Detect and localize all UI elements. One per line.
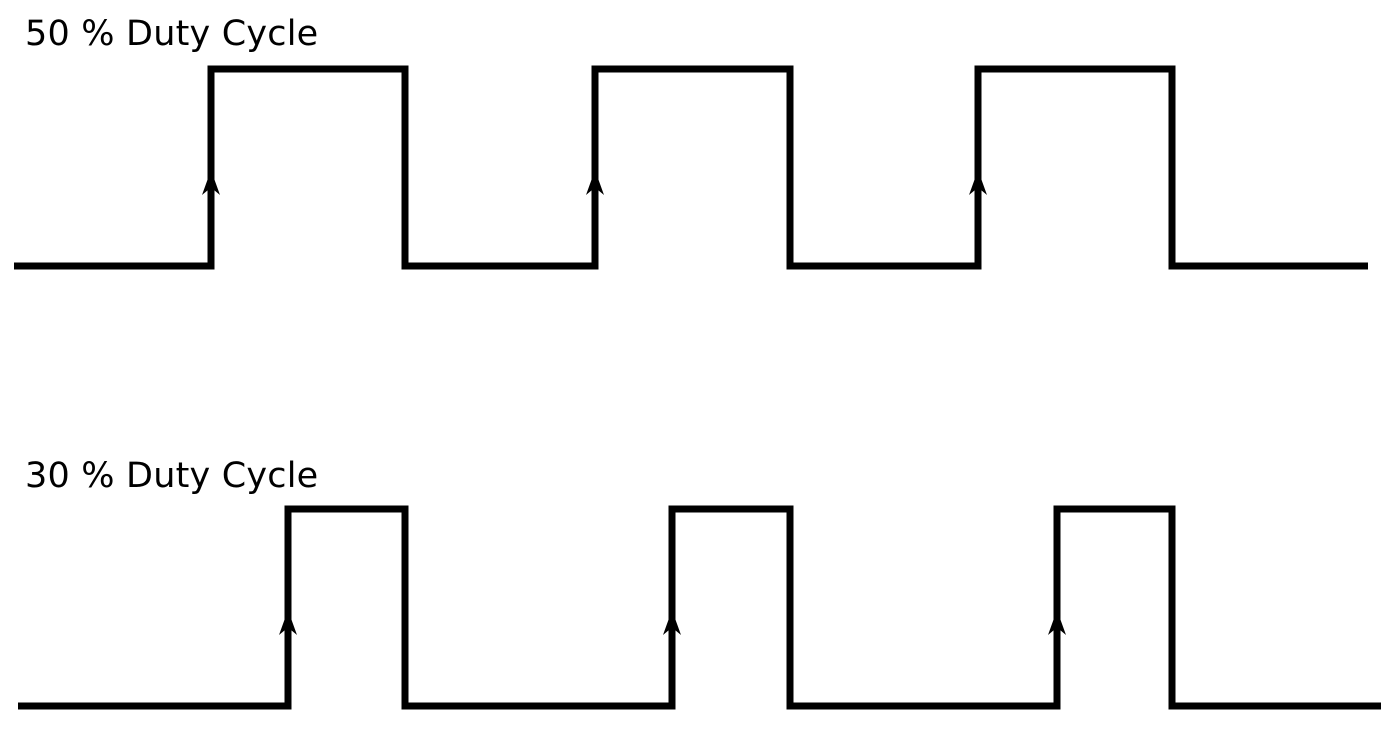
waveform-30-percent: [18, 505, 1381, 710]
duty-cycle-panel-50: 50 % Duty Cycle: [14, 14, 1368, 270]
panel-title-30: 30 % Duty Cycle: [25, 456, 319, 496]
rising-edge-arrow-group-30: [279, 610, 1066, 635]
wave-50-rising-edge-arrow-icon-2: [586, 170, 604, 195]
wave-30-rising-edge-arrow-icon-3: [1048, 610, 1066, 635]
waveform-path-50: [14, 65, 1368, 270]
waveform-path-30: [18, 505, 1381, 710]
wave-50-rising-edge-arrow-icon-3: [969, 170, 987, 195]
rising-edge-arrow-group-50: [202, 170, 987, 195]
waveform-50-percent: [14, 65, 1368, 270]
wave-30-rising-edge-arrow-icon-1: [279, 610, 297, 635]
duty-cycle-panel-30: 30 % Duty Cycle: [0, 440, 1381, 754]
wave-30-rising-edge-arrow-icon-2: [663, 610, 681, 635]
wave-50-rising-edge-arrow-icon-1: [202, 170, 220, 195]
panel-title-50: 50 % Duty Cycle: [25, 14, 319, 54]
